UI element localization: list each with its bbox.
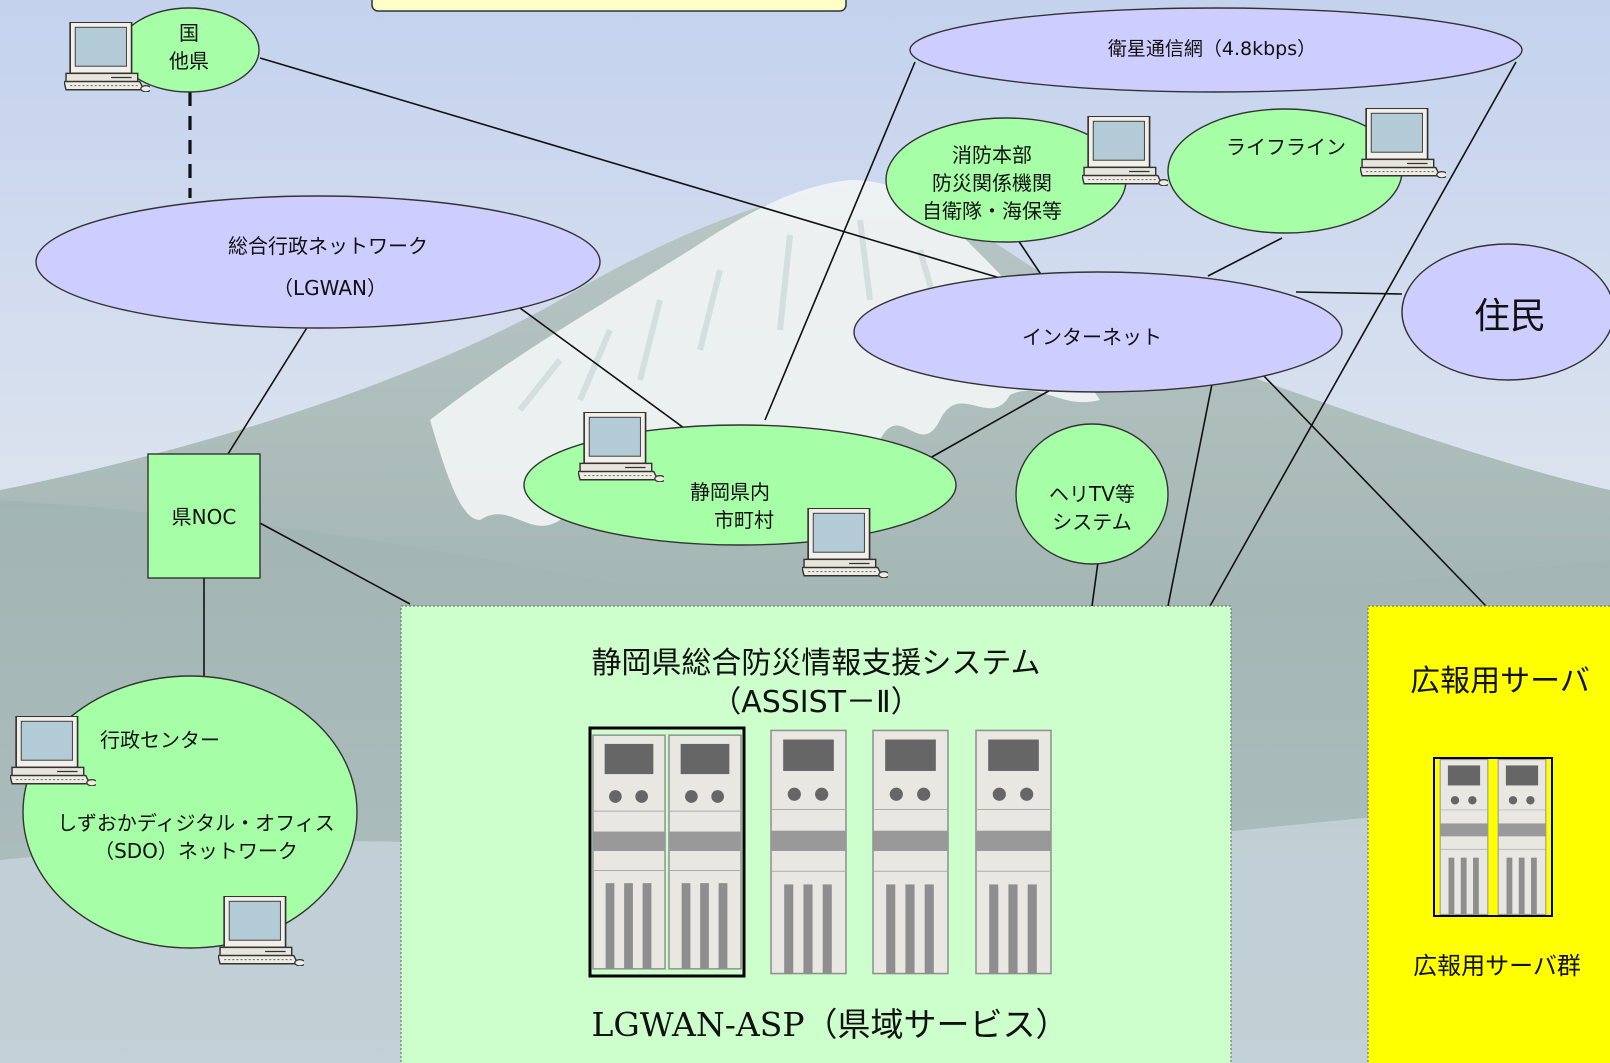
pr-server-area: 広報用サーバ 広報用サーバ群 <box>1367 605 1610 1063</box>
server-rack-icon <box>1439 759 1489 915</box>
lgwan-label-line1: 総合行政ネットワーク <box>228 234 428 258</box>
asp-area: 静岡県総合防災情報支援システム （ASSIST－Ⅱ） LGWAN-ASP（県域サ… <box>400 605 1232 1063</box>
server-rack-icon <box>975 729 1052 975</box>
node-fire-department: 消防本部 防災関係機関 自衛隊・海保等 <box>885 117 1127 243</box>
server-rack-icon <box>668 734 742 970</box>
heli-label-line2: システム <box>1052 510 1131 534</box>
server-rack-icon <box>1497 759 1547 915</box>
asp-title-line2: （ASSIST－Ⅱ） <box>711 685 921 720</box>
sdo-label-line2: しずおかディジタル・オフィス <box>57 811 334 835</box>
node-lgwan: 総合行政ネットワーク （LGWAN） <box>35 195 601 329</box>
top-note-box <box>371 0 847 12</box>
satellite-label: 衛星通信網（4.8kbps） <box>1108 38 1316 60</box>
server-group-frame <box>588 726 746 978</box>
fire-label-line2: 防災関係機関 <box>932 171 1052 195</box>
sdo-label-line3: （SDO）ネットワーク <box>94 839 298 863</box>
node-noc: 県NOC <box>147 453 261 579</box>
sdo-label-line1: 行政センター <box>100 728 220 752</box>
pr-server-group-label: 広報用サーバ群 <box>1413 952 1581 980</box>
node-satellite-network: 衛星通信網（4.8kbps） <box>909 7 1523 93</box>
server-rack-icon <box>770 729 847 975</box>
heli-label-line1: ヘリTV等 <box>1049 482 1135 506</box>
lgwan-label-line2: （LGWAN） <box>273 276 387 300</box>
node-heli-tv: ヘリTV等 システム <box>1015 423 1169 565</box>
asp-footer-label: LGWAN-ASP（県域サービス） <box>591 1005 1068 1044</box>
kuni-label-line2: 他県 <box>169 49 209 73</box>
connection-lines <box>188 57 1517 676</box>
residents-label: 住民 <box>1474 296 1546 337</box>
snow-streaks <box>517 219 943 412</box>
noc-label: 県NOC <box>172 505 237 529</box>
lifeline-label: ライフライン <box>1226 135 1346 159</box>
node-internet: インターネット <box>853 271 1343 393</box>
municipal-label-line2: 市町村 <box>714 508 774 532</box>
node-residents: 住民 <box>1401 243 1610 381</box>
asp-title-line1: 静岡県総合防災情報支援システム <box>591 646 1040 681</box>
node-lifeline: ライフライン <box>1167 108 1403 234</box>
kuni-label-line1: 国 <box>179 21 199 45</box>
fire-label-line3: 自衛隊・海保等 <box>922 199 1062 223</box>
server-rack-icon <box>592 734 666 970</box>
internet-label: インターネット <box>1022 325 1162 349</box>
node-sdo-network: 行政センター しずおかディジタル・オフィス （SDO）ネットワーク <box>22 675 358 949</box>
node-kuni: 国 他県 <box>118 7 260 93</box>
pr-server-frame <box>1433 757 1553 917</box>
pr-server-title: 広報用サーバ <box>1410 664 1590 699</box>
server-rack-icon <box>872 729 949 975</box>
municipal-label-line1: 静岡県内 <box>690 480 770 504</box>
fire-label-line1: 消防本部 <box>952 143 1032 167</box>
